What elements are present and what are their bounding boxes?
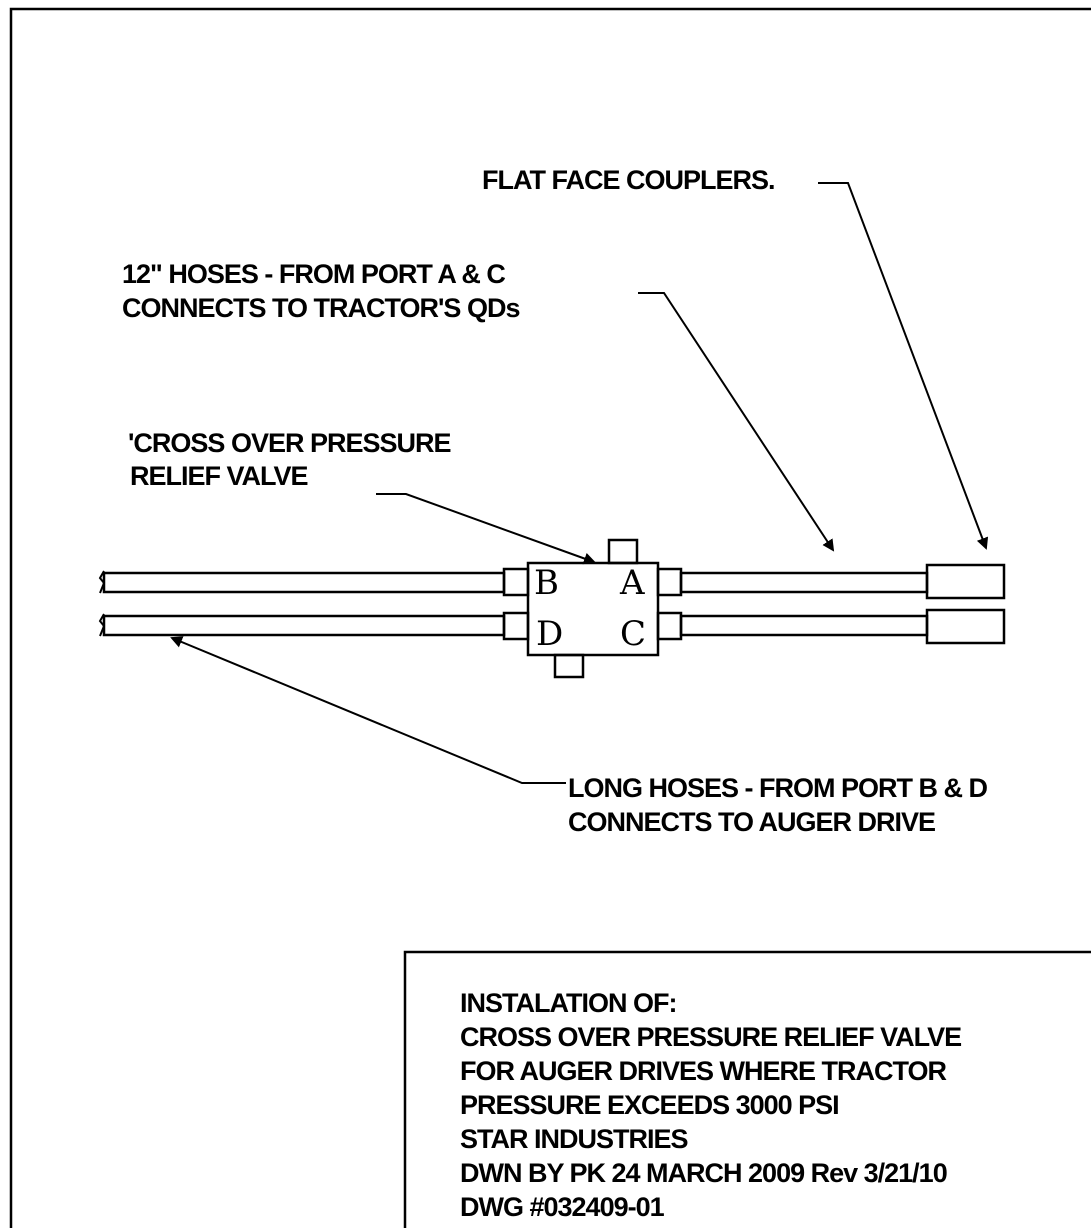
relief-valve-body	[526, 561, 660, 657]
relief-valve-top-cap	[607, 538, 639, 565]
label-12in-hoses-line1: 12" HOSES - FROM PORT A & C	[122, 259, 505, 289]
relief-valve-bottom-cap	[553, 653, 585, 679]
title-block: INSTALATION OF: CROSS OVER PRESSURE RELI…	[403, 950, 1091, 1228]
title-line-3: FOR AUGER DRIVES WHERE TRACTOR	[460, 1056, 947, 1086]
fitting-port-b	[502, 567, 530, 597]
leader-12in-hoses	[638, 292, 835, 552]
port-d-label: D	[536, 614, 563, 654]
title-line-1: INSTALATION OF:	[460, 988, 676, 1018]
label-12in-hoses-line2: CONNECTS TO TRACTOR'S QDs	[122, 293, 519, 323]
short-hose-upper	[679, 571, 929, 594]
port-b-label: B	[534, 563, 559, 603]
title-line-2: CROSS OVER PRESSURE RELIEF VALVE	[460, 1022, 961, 1052]
coupler-upper	[925, 563, 1006, 600]
title-line-5: STAR INDUSTRIES	[460, 1124, 688, 1154]
coupler-lower	[925, 608, 1006, 645]
label-valve-line1: 'CROSS OVER PRESSURE	[128, 428, 451, 458]
label-valve-line2: RELIEF VALVE	[130, 461, 308, 491]
label-long-hoses-line1: LONG HOSES - FROM PORT B & D	[568, 773, 988, 803]
leader-long-hoses	[170, 636, 566, 784]
title-line-7: DWG #032409-01	[460, 1192, 665, 1222]
leader-valve	[376, 493, 596, 565]
port-c-label: C	[620, 614, 646, 654]
title-line-6: DWN BY PK 24 MARCH 2009 Rev 3/21/10	[460, 1158, 947, 1188]
fitting-port-a	[656, 567, 683, 597]
long-hose-upper	[98, 570, 506, 594]
drawing-border	[9, 7, 1091, 1228]
label-flat-face-couplers: FLAT FACE COUPLERS.	[482, 165, 775, 195]
leader-couplers	[818, 182, 989, 550]
short-hose-lower	[679, 614, 929, 637]
long-hose-lower	[98, 613, 506, 637]
fitting-port-d	[502, 611, 530, 641]
port-a-label: A	[619, 563, 645, 603]
label-long-hoses-line2: CONNECTS TO AUGER DRIVE	[568, 807, 935, 837]
fitting-port-c	[656, 611, 683, 641]
title-line-4: PRESSURE EXCEEDS 3000 PSI	[460, 1090, 839, 1120]
